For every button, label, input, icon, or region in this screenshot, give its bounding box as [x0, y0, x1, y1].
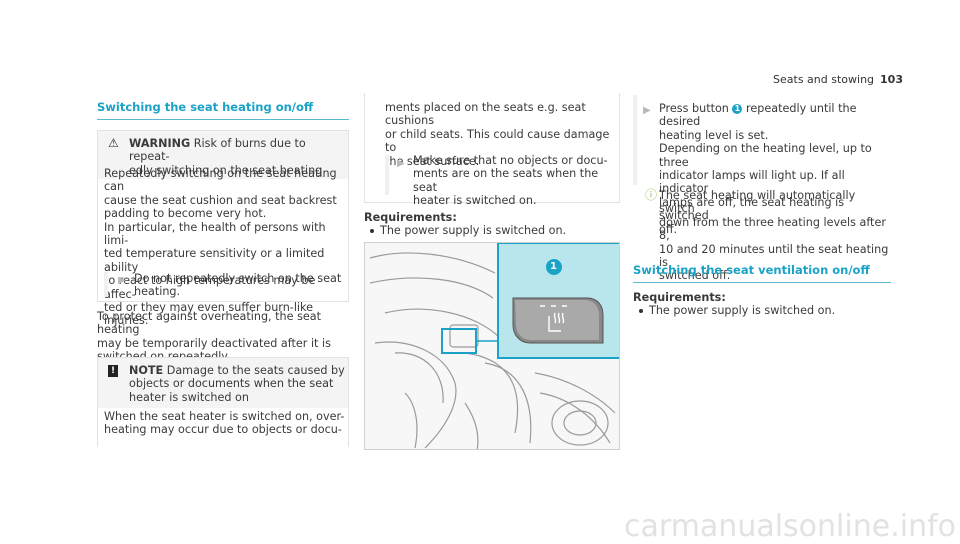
- door-panel-drawing: [365, 243, 619, 449]
- callout-number: 1: [550, 261, 557, 272]
- step-text-line1: repeatedly until the desired: [659, 102, 857, 129]
- title-underline: [97, 119, 349, 120]
- warning-action: Do not repeatedly switch on the seat hea…: [134, 272, 342, 299]
- title-underline: [633, 282, 891, 283]
- requirements-label-2: Requirements:: [633, 291, 726, 304]
- section-title-seat-heating: Switching the seat heating on/off: [97, 100, 314, 114]
- warning-box: ⚠ WARNING Risk of burns due to repeat- e…: [97, 130, 349, 327]
- bullet-icon: [639, 309, 643, 313]
- note-heading: NOTE Damage to the seats caused by objec…: [129, 364, 345, 404]
- step-arrow-icon: ▶: [643, 105, 651, 116]
- page-header: Seats and stowing 103: [773, 73, 903, 86]
- note-head-text: Damage to the seats caused by objects or…: [129, 364, 345, 404]
- note-label: NOTE: [129, 364, 164, 377]
- page-number: 103: [880, 73, 903, 86]
- section-title-seat-ventilation: Switching the seat ventilation on/off: [633, 263, 870, 277]
- button-1-callout: 1: [732, 104, 743, 114]
- info-text: The seat heating will automatically swit…: [659, 189, 889, 283]
- note-box: ! NOTE Damage to the seats caused by obj…: [97, 357, 349, 447]
- action-arrow-icon: ▶: [118, 275, 126, 286]
- note-box-continued: ments placed on the seats e.g. seat cush…: [364, 93, 620, 207]
- note-exclamation-icon: !: [108, 365, 118, 377]
- action-arrow-icon: ▶: [397, 158, 405, 169]
- step-text-rest: heating level is set. Depending on the h…: [659, 128, 872, 236]
- step-prefix: Press button: [659, 102, 733, 115]
- warning-head-text: Risk of burns due to repeat- edly switch…: [129, 137, 323, 177]
- step-block: ▶ Press button 1 repeatedly until the de…: [633, 93, 891, 236]
- action-bar: [633, 95, 637, 185]
- bullet-icon: [370, 229, 374, 233]
- action-bar: [385, 155, 389, 195]
- requirement-text: The power supply is switched on.: [380, 224, 567, 237]
- warning-heading: WARNING Risk of burns due to repeat- edl…: [129, 137, 342, 177]
- overheating-paragraph: To protect against overheating, the seat…: [97, 310, 331, 364]
- requirement-text-2: The power supply is switched on.: [649, 304, 836, 317]
- step-text: Press button 1 repeatedly until the desi…: [659, 102, 891, 236]
- info-icon: ⓘ: [645, 188, 658, 202]
- requirements-label: Requirements:: [364, 211, 457, 224]
- requirement-item-2: The power supply is switched on.: [639, 304, 835, 317]
- warning-triangle-icon: ⚠: [108, 136, 119, 150]
- note-continued-text: ments placed on the seats e.g. seat cush…: [385, 101, 610, 168]
- note-body: When the seat heater is switched on, ove…: [104, 410, 345, 437]
- note-header: ! NOTE Damage to the seats caused by obj…: [98, 358, 348, 408]
- note-action: Make sure that no objects or docu- ments…: [413, 154, 608, 208]
- section-name: Seats and stowing: [773, 73, 875, 86]
- warning-header: ⚠ WARNING Risk of burns due to repeat- e…: [98, 131, 348, 179]
- warning-body: Repeatedly switching on the seat heating…: [104, 167, 337, 328]
- watermark: carmanualsonline.info: [624, 508, 956, 544]
- requirement-item: The power supply is switched on.: [370, 224, 566, 237]
- callout-1-circle: [546, 259, 562, 275]
- action-bar: [104, 272, 108, 297]
- warning-label: WARNING: [129, 137, 191, 150]
- seat-heating-illustration: 1: [364, 242, 620, 450]
